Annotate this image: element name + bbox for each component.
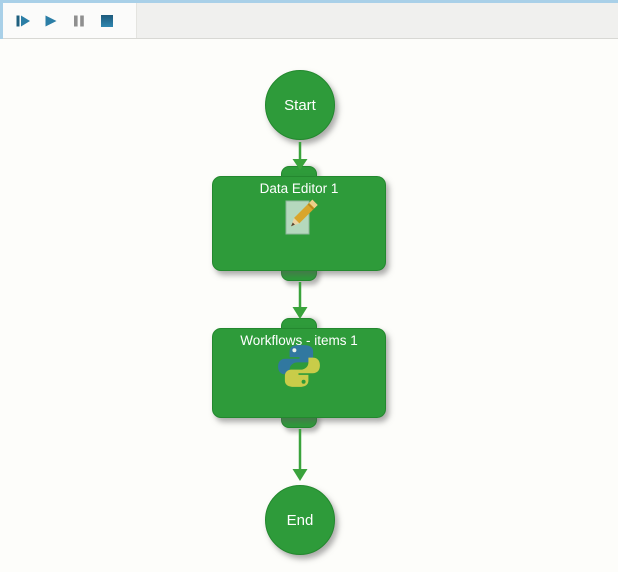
connector-workflows-to-end — [292, 429, 308, 481]
data-editor-node[interactable]: Data Editor 1 — [212, 166, 386, 281]
workflows-items-node[interactable]: Workflows - items 1 — [212, 318, 386, 428]
stop-button[interactable] — [95, 8, 119, 34]
connector-data-editor-to-workflows — [292, 282, 308, 319]
start-node[interactable]: Start — [265, 70, 335, 140]
window-left-accent — [0, 0, 3, 39]
end-node-label: End — [286, 511, 314, 529]
run-button[interactable] — [39, 8, 63, 34]
playback-button-group — [3, 3, 137, 38]
window-top-accent — [0, 0, 618, 3]
step-run-icon — [15, 13, 31, 29]
pencil-document-icon — [279, 198, 319, 243]
end-node[interactable]: End — [265, 485, 335, 555]
python-icon — [276, 343, 322, 394]
workflows-items-node-label: Workflows - items 1 — [240, 333, 358, 348]
run-toolbar — [3, 3, 618, 39]
play-icon — [43, 13, 59, 29]
pause-icon — [71, 13, 87, 29]
step-button[interactable] — [11, 8, 35, 34]
stop-icon — [99, 13, 115, 29]
pause-button[interactable] — [67, 8, 91, 34]
start-node-label: Start — [284, 96, 316, 114]
data-editor-node-label: Data Editor 1 — [259, 181, 339, 196]
workflow-canvas[interactable]: Start Data Editor 1 — [0, 39, 618, 572]
